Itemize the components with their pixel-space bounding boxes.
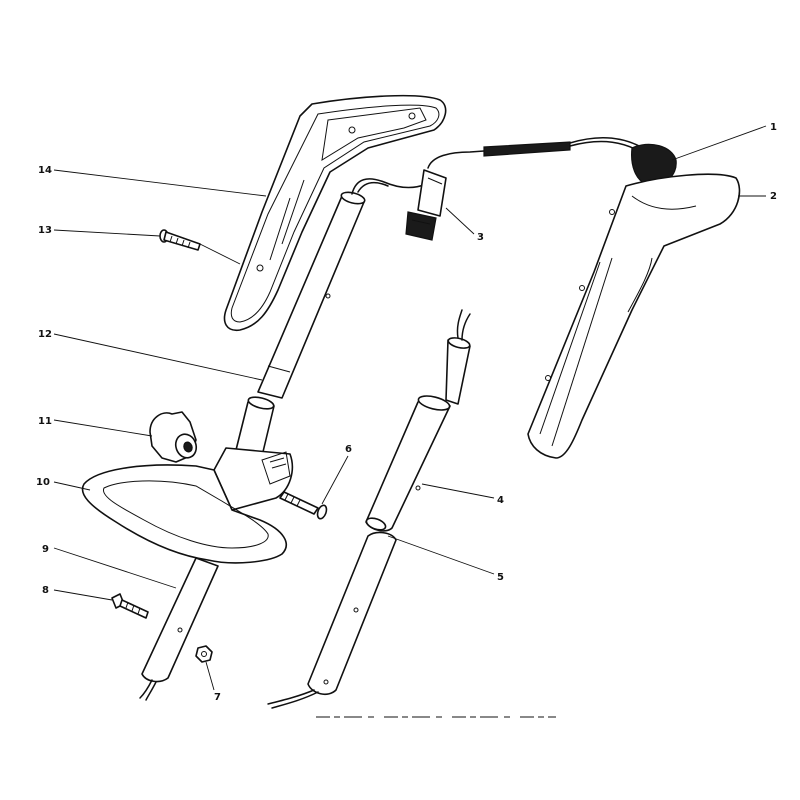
loop-handle-assembly — [81, 396, 294, 701]
callout-numbers: 1 2 3 4 5 6 7 8 9 10 11 12 13 14 — [36, 122, 777, 703]
lower-tube — [267, 531, 397, 709]
upper-tube — [257, 191, 366, 399]
nut-7 — [195, 645, 213, 663]
callout-7: 7 — [214, 692, 221, 703]
callout-6: 6 — [345, 444, 352, 455]
callout-11: 11 — [38, 416, 52, 427]
callout-10: 10 — [36, 477, 50, 488]
callout-2: 2 — [770, 191, 777, 202]
bolt-8 — [111, 593, 149, 619]
callout-8: 8 — [42, 585, 49, 596]
callout-9: 9 — [42, 544, 49, 555]
callout-4: 4 — [497, 495, 504, 506]
bolt-6 — [279, 491, 328, 520]
callout-13: 13 — [38, 225, 52, 236]
left-handle-half — [223, 94, 447, 332]
knob — [149, 411, 198, 463]
right-handle-half — [527, 173, 741, 459]
callout-3: 3 — [477, 232, 484, 243]
middle-tube — [365, 309, 471, 532]
screw-13 — [159, 229, 201, 251]
callout-5: 5 — [497, 572, 504, 583]
callout-14: 14 — [38, 165, 52, 176]
power-cord — [427, 137, 677, 186]
callout-1: 1 — [770, 122, 777, 133]
leader-lines — [53, 125, 767, 691]
switch — [405, 169, 447, 241]
callout-12: 12 — [38, 329, 52, 340]
